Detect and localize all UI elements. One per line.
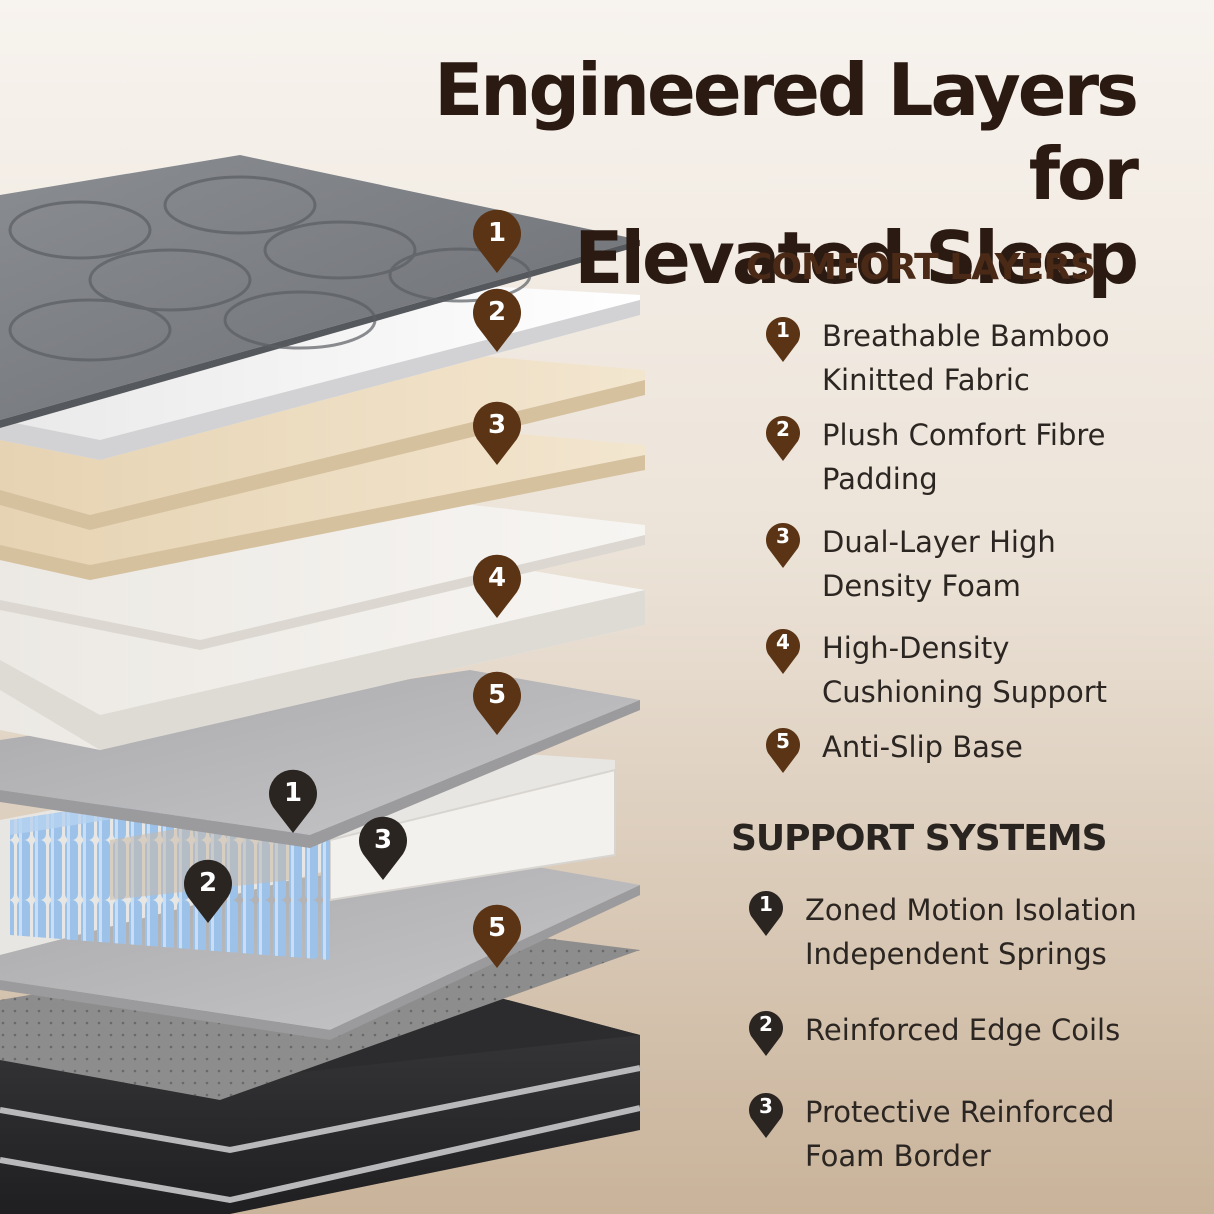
headline: Engineered Layers for Elevated Sleep	[376, 48, 1139, 300]
support-diagram-marker: 3	[359, 816, 407, 880]
support-systems-title: SUPPORT SYSTEMS	[731, 818, 1108, 859]
pin-icon: 2	[764, 413, 802, 463]
comfort-diagram-marker: 5	[473, 671, 522, 735]
comfort-layer-markers: 1 2 3 4 5 5	[473, 209, 522, 968]
support-diagram-marker: 1	[269, 769, 317, 833]
comfort-item-text: Plush Comfort Fibre Padding	[822, 418, 1106, 496]
support-item: 1 Zoned Motion Isolation Independent Spr…	[747, 888, 1137, 976]
pin-icon: 3	[764, 520, 802, 570]
svg-text:3: 3	[374, 825, 392, 855]
comfort-item: 2 Plush Comfort Fibre Padding	[764, 413, 1106, 501]
support-item-text: Zoned Motion Isolation Independent Sprin…	[805, 893, 1137, 971]
comfort-item-text: High-Density Cushioning Support	[822, 631, 1108, 709]
pin-icon: 2	[747, 1008, 785, 1058]
svg-text:1: 1	[284, 778, 302, 808]
comfort-diagram-marker: 4	[473, 554, 522, 618]
headline-line-2: Elevated Sleep	[574, 216, 1139, 300]
support-item: 3 Protective Reinforced Foam Border	[747, 1090, 1114, 1178]
comfort-item: 5 Anti-Slip Base	[764, 725, 1023, 775]
svg-text:1: 1	[488, 218, 506, 248]
pin-icon: 1	[747, 888, 785, 938]
svg-text:3: 3	[488, 410, 506, 440]
comfort-item-text: Breathable Bamboo Kinitted Fabric	[822, 319, 1110, 397]
pin-icon: 1	[764, 314, 802, 364]
comfort-item: 3 Dual-Layer High Density Foam	[764, 520, 1056, 608]
comfort-item-text: Anti-Slip Base	[822, 730, 1023, 764]
comfort-diagram-marker: 3	[473, 401, 522, 465]
svg-text:4: 4	[488, 563, 506, 593]
comfort-diagram-marker: 5	[473, 904, 521, 968]
support-system-markers: 1 2 3	[184, 769, 407, 923]
pin-icon: 4	[764, 626, 802, 676]
comfort-item: 1 Breathable Bamboo Kinitted Fabric	[764, 314, 1110, 402]
comfort-item: 4 High-Density Cushioning Support	[764, 626, 1107, 714]
svg-text:2: 2	[488, 297, 506, 327]
support-diagram-marker: 2	[184, 859, 233, 923]
support-item: 2 Reinforced Edge Coils	[747, 1008, 1120, 1058]
svg-text:5: 5	[488, 913, 506, 943]
comfort-diagram-marker: 2	[473, 288, 521, 352]
support-item-text: Reinforced Edge Coils	[805, 1013, 1121, 1047]
pin-icon: 3	[747, 1090, 785, 1140]
pin-icon: 5	[764, 725, 802, 775]
support-item-text: Protective Reinforced Foam Border	[805, 1095, 1115, 1173]
comfort-layers-title: COMFORT LAYERS	[746, 247, 1096, 288]
svg-text:5: 5	[488, 680, 506, 710]
headline-line-1: Engineered Layers for	[434, 48, 1139, 216]
comfort-item-text: Dual-Layer High Density Foam	[822, 525, 1056, 603]
svg-text:2: 2	[199, 868, 217, 898]
comfort-diagram-marker: 1	[473, 209, 521, 273]
